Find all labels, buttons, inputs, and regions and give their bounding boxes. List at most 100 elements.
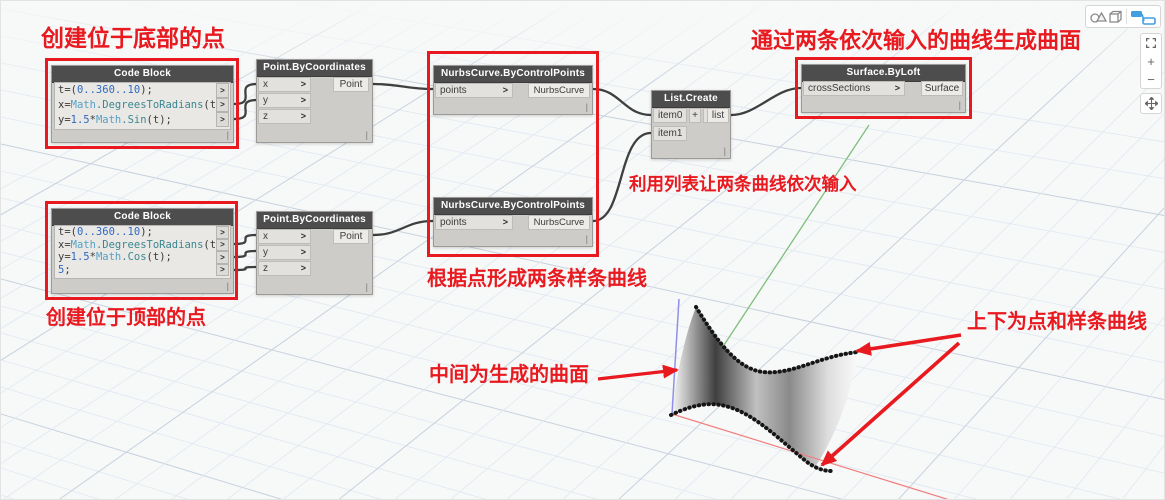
zoom-out-button[interactable]: − bbox=[1147, 71, 1155, 87]
port-chevron-icon: > bbox=[300, 247, 306, 257]
input-port-z[interactable]: z> bbox=[258, 109, 311, 124]
port-chevron-icon: > bbox=[300, 95, 306, 105]
pan-button[interactable] bbox=[1141, 94, 1161, 113]
node-title[interactable]: Point.ByCoordinates bbox=[257, 212, 372, 229]
node-title[interactable]: NurbsCurve.ByControlPoints bbox=[434, 66, 592, 83]
wire-nurbs-top-to-item0[interactable] bbox=[591, 87, 653, 117]
code-output-port[interactable]: > bbox=[216, 263, 229, 276]
port-chevron-icon: > bbox=[300, 263, 306, 273]
node-surface-by-loft[interactable]: Surface.ByLoft crossSections> Surface | bbox=[801, 64, 966, 113]
input-port-y[interactable]: y> bbox=[258, 93, 311, 108]
code-line[interactable]: 5;> bbox=[55, 263, 230, 276]
port-chevron-icon: > bbox=[894, 83, 900, 93]
annotation-nurbs-note: 根据点形成两条样条曲线 bbox=[427, 268, 647, 290]
input-port-points[interactable]: points> bbox=[435, 83, 513, 98]
code-output-port[interactable]: > bbox=[216, 251, 229, 264]
annotation-top-points: 创建位于顶部的点 bbox=[46, 307, 206, 329]
wire-point-to-nurbs-top[interactable] bbox=[371, 82, 435, 91]
wire-code2-x-to-point-x[interactable] bbox=[232, 233, 259, 246]
node-point-by-coordinates-top[interactable]: Point.ByCoordinates x> y> z> Point | bbox=[256, 59, 373, 143]
output-port-surface[interactable]: Surface bbox=[921, 81, 963, 96]
lacing-indicator[interactable]: | bbox=[958, 100, 961, 110]
lacing-indicator[interactable]: | bbox=[365, 130, 368, 140]
code-line[interactable]: y=1.5*Math.Cos(t);> bbox=[55, 251, 230, 264]
code-output-port[interactable]: > bbox=[216, 226, 229, 239]
add-input-button[interactable]: + bbox=[689, 108, 701, 123]
lacing-indicator[interactable]: | bbox=[365, 282, 368, 292]
code-line[interactable]: x=Math.DegreesToRadians(t);> bbox=[55, 97, 230, 113]
input-port-crosssections[interactable]: crossSections> bbox=[803, 81, 905, 96]
code-line[interactable]: y=1.5*Math.Sin(t);> bbox=[55, 112, 230, 127]
loft-surface bbox=[671, 307, 858, 467]
toolbar-divider bbox=[1125, 9, 1127, 24]
y-axis-green bbox=[723, 124, 870, 346]
node-title[interactable]: Point.ByCoordinates bbox=[257, 60, 372, 77]
annotation-curves-note: 上下为点和样条曲线 bbox=[967, 311, 1147, 333]
port-chevron-icon: > bbox=[300, 231, 306, 241]
wire-point-to-nurbs-bottom[interactable] bbox=[371, 219, 435, 237]
code-output-port[interactable]: > bbox=[216, 112, 229, 127]
code-editor[interactable]: t=(0..360..10);>x=Math.DegreesToRadians(… bbox=[54, 82, 231, 130]
output-port-nurbscurve[interactable]: NurbsCurve bbox=[528, 83, 590, 98]
node-point-by-coordinates-bottom[interactable]: Point.ByCoordinates x> y> z> Point | bbox=[256, 211, 373, 295]
code-line[interactable]: t=(0..360..10);> bbox=[55, 83, 230, 98]
geometry-preview-button[interactable] bbox=[1086, 6, 1126, 27]
annotation-list-input: 利用列表让两条曲线依次输入 bbox=[629, 174, 857, 194]
code-line[interactable]: t=(0..360..10);> bbox=[55, 226, 230, 239]
wire-list-to-loft[interactable] bbox=[729, 86, 803, 117]
wire-code-x-to-point-x[interactable] bbox=[232, 82, 259, 106]
node-nurbscurve-bottom[interactable]: NurbsCurve.ByControlPoints points> Nurbs… bbox=[433, 197, 593, 247]
graph-view-button[interactable] bbox=[1127, 6, 1160, 27]
view-toggle-toolbar bbox=[1085, 5, 1161, 28]
input-port-points[interactable]: points> bbox=[435, 215, 513, 230]
input-port-x[interactable]: x> bbox=[258, 229, 311, 244]
annotation-frame-codeblock-bottom bbox=[45, 201, 238, 300]
node-code-block-bottom-points[interactable]: Code Block t=(0..360..10);>x=Math.Degree… bbox=[51, 65, 234, 143]
annotation-bottom-points: 创建位于底部的点 bbox=[41, 25, 225, 51]
lacing-indicator[interactable]: | bbox=[723, 146, 726, 156]
code-output-port[interactable]: > bbox=[216, 97, 229, 113]
x-axis-red bbox=[671, 413, 949, 499]
code-output-port[interactable]: > bbox=[216, 83, 229, 98]
input-port-item0[interactable]: item0 bbox=[653, 108, 687, 123]
annotation-surface-note: 中间为生成的曲面 bbox=[429, 364, 589, 386]
fit-view-icon bbox=[1145, 37, 1157, 49]
code-output-port[interactable]: > bbox=[216, 238, 229, 251]
lacing-indicator[interactable]: | bbox=[226, 281, 229, 291]
annotation-loft-result: 通过两条依次输入的曲线生成曲面 bbox=[751, 28, 1082, 53]
node-code-block-top-points[interactable]: Code Block t=(0..360..10);>x=Math.Degree… bbox=[51, 208, 234, 294]
wire-code-y-to-point-y[interactable] bbox=[232, 98, 259, 121]
output-port-point[interactable]: Point bbox=[333, 77, 369, 92]
wire-nurbs-bottom-to-item1[interactable] bbox=[591, 131, 653, 223]
wire-code2-y-to-point-y[interactable] bbox=[232, 249, 259, 259]
port-chevron-icon: > bbox=[502, 217, 508, 227]
code-line[interactable]: x=Math.DegreesToRadians(t);> bbox=[55, 238, 230, 251]
input-port-item1[interactable]: item1 bbox=[653, 126, 687, 141]
wire-code2-5-to-point-z[interactable] bbox=[232, 265, 259, 272]
port-chevron-icon: > bbox=[502, 85, 508, 95]
input-port-z[interactable]: z> bbox=[258, 261, 311, 276]
port-chevron-icon: > bbox=[300, 79, 306, 89]
zoom-in-button[interactable]: + bbox=[1147, 53, 1155, 69]
node-title[interactable]: NurbsCurve.ByControlPoints bbox=[434, 198, 592, 215]
graph-view-icon bbox=[1131, 10, 1157, 25]
input-port-y[interactable]: y> bbox=[258, 245, 311, 260]
annotation-frame-nurbs bbox=[427, 51, 599, 257]
node-list-create[interactable]: List.Create item0 + - list item1 | bbox=[651, 90, 731, 159]
output-port-nurbscurve[interactable]: NurbsCurve bbox=[528, 215, 590, 230]
input-port-x[interactable]: x> bbox=[258, 77, 311, 92]
output-port-list[interactable]: list bbox=[707, 108, 729, 123]
annotation-frame-loft bbox=[795, 57, 972, 119]
code-editor[interactable]: t=(0..360..10);>x=Math.DegreesToRadians(… bbox=[54, 225, 231, 279]
pan-toolbar bbox=[1140, 93, 1162, 114]
lacing-indicator[interactable]: | bbox=[585, 234, 588, 244]
node-nurbscurve-top[interactable]: NurbsCurve.ByControlPoints points> Nurbs… bbox=[433, 65, 593, 115]
lacing-indicator[interactable]: | bbox=[585, 102, 588, 112]
lacing-indicator[interactable]: | bbox=[226, 130, 229, 140]
port-chevron-icon: > bbox=[300, 111, 306, 121]
node-title[interactable]: List.Create bbox=[652, 91, 730, 108]
output-port-point[interactable]: Point bbox=[333, 229, 369, 244]
fit-view-button[interactable] bbox=[1141, 34, 1161, 52]
